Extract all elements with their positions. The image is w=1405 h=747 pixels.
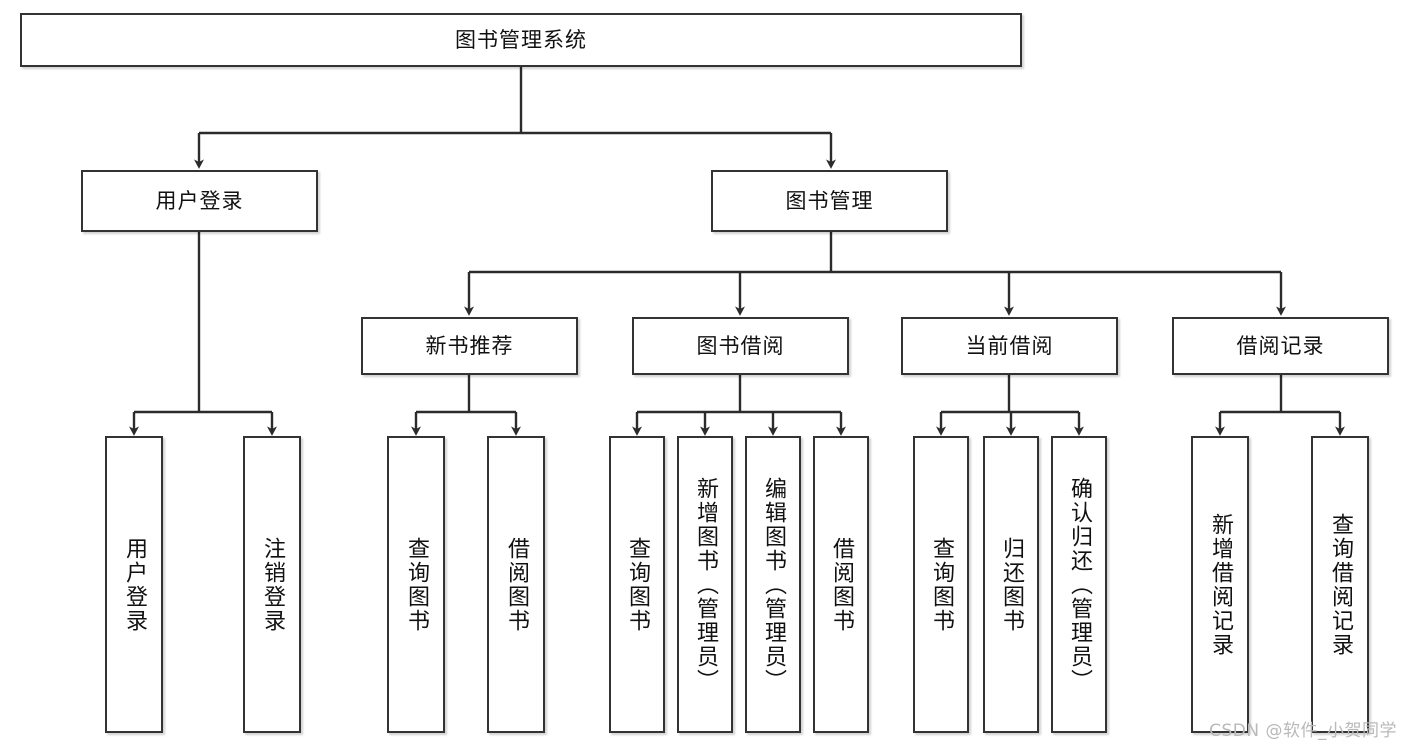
node-leaf-query-books-borrow[interactable]: 查询图书 xyxy=(609,436,665,733)
node-leaf-borrow-book[interactable]: 借阅图书 xyxy=(813,436,869,733)
node-label: 编辑图书（管理员） xyxy=(760,476,786,693)
node-root[interactable]: 图书管理系统 xyxy=(20,13,1022,67)
node-label: 借阅图书 xyxy=(828,536,854,633)
node-label: 用户登录 xyxy=(155,188,244,213)
node-label: 借阅图书 xyxy=(503,536,529,633)
node-label: 查询图书 xyxy=(928,536,954,633)
node-level2-user-login[interactable]: 用户登录 xyxy=(81,170,318,232)
node-label: 查询借阅记录 xyxy=(1327,512,1353,657)
node-label: 注销登录 xyxy=(259,536,285,633)
node-leaf-add-borrow-record[interactable]: 新增借阅记录 xyxy=(1191,436,1249,733)
node-label: 新书推荐 xyxy=(425,333,514,358)
node-leaf-query-books-recommend[interactable]: 查询图书 xyxy=(387,436,445,733)
node-leaf-query-borrow-record[interactable]: 查询借阅记录 xyxy=(1311,436,1369,733)
node-label: 新增图书（管理员） xyxy=(692,476,718,693)
node-label: 图书借阅 xyxy=(696,333,785,358)
node-label: 归还图书 xyxy=(998,536,1024,633)
node-leaf-add-book-admin[interactable]: 新增图书（管理员） xyxy=(677,436,733,733)
node-leaf-logout[interactable]: 注销登录 xyxy=(243,436,301,733)
node-label: 借阅记录 xyxy=(1236,333,1325,358)
node-leaf-user-login[interactable]: 用户登录 xyxy=(105,436,163,733)
node-label: 图书管理系统 xyxy=(455,27,587,52)
node-label: 查询图书 xyxy=(624,536,650,633)
node-leaf-query-books-current[interactable]: 查询图书 xyxy=(913,436,969,733)
node-level3-current-borrow[interactable]: 当前借阅 xyxy=(901,317,1118,375)
node-level3-book-borrow[interactable]: 图书借阅 xyxy=(632,317,849,375)
node-label: 图书管理 xyxy=(785,188,874,213)
node-label: 确认归还（管理员） xyxy=(1066,476,1092,693)
node-leaf-borrow-books-recommend[interactable]: 借阅图书 xyxy=(487,436,545,733)
node-leaf-confirm-return-admin[interactable]: 确认归还（管理员） xyxy=(1051,436,1107,733)
node-leaf-return-book[interactable]: 归还图书 xyxy=(983,436,1039,733)
node-level3-borrow-records[interactable]: 借阅记录 xyxy=(1172,317,1389,375)
node-label: 用户登录 xyxy=(121,536,147,633)
node-leaf-edit-book-admin[interactable]: 编辑图书（管理员） xyxy=(745,436,801,733)
node-label: 当前借阅 xyxy=(965,333,1054,358)
watermark-text: CSDN @软件_小贺同学 xyxy=(1209,721,1397,741)
node-label: 新增借阅记录 xyxy=(1207,512,1233,657)
node-level3-new-book-recommend[interactable]: 新书推荐 xyxy=(361,317,578,375)
node-level2-book-management[interactable]: 图书管理 xyxy=(711,170,948,232)
node-label: 查询图书 xyxy=(403,536,429,633)
